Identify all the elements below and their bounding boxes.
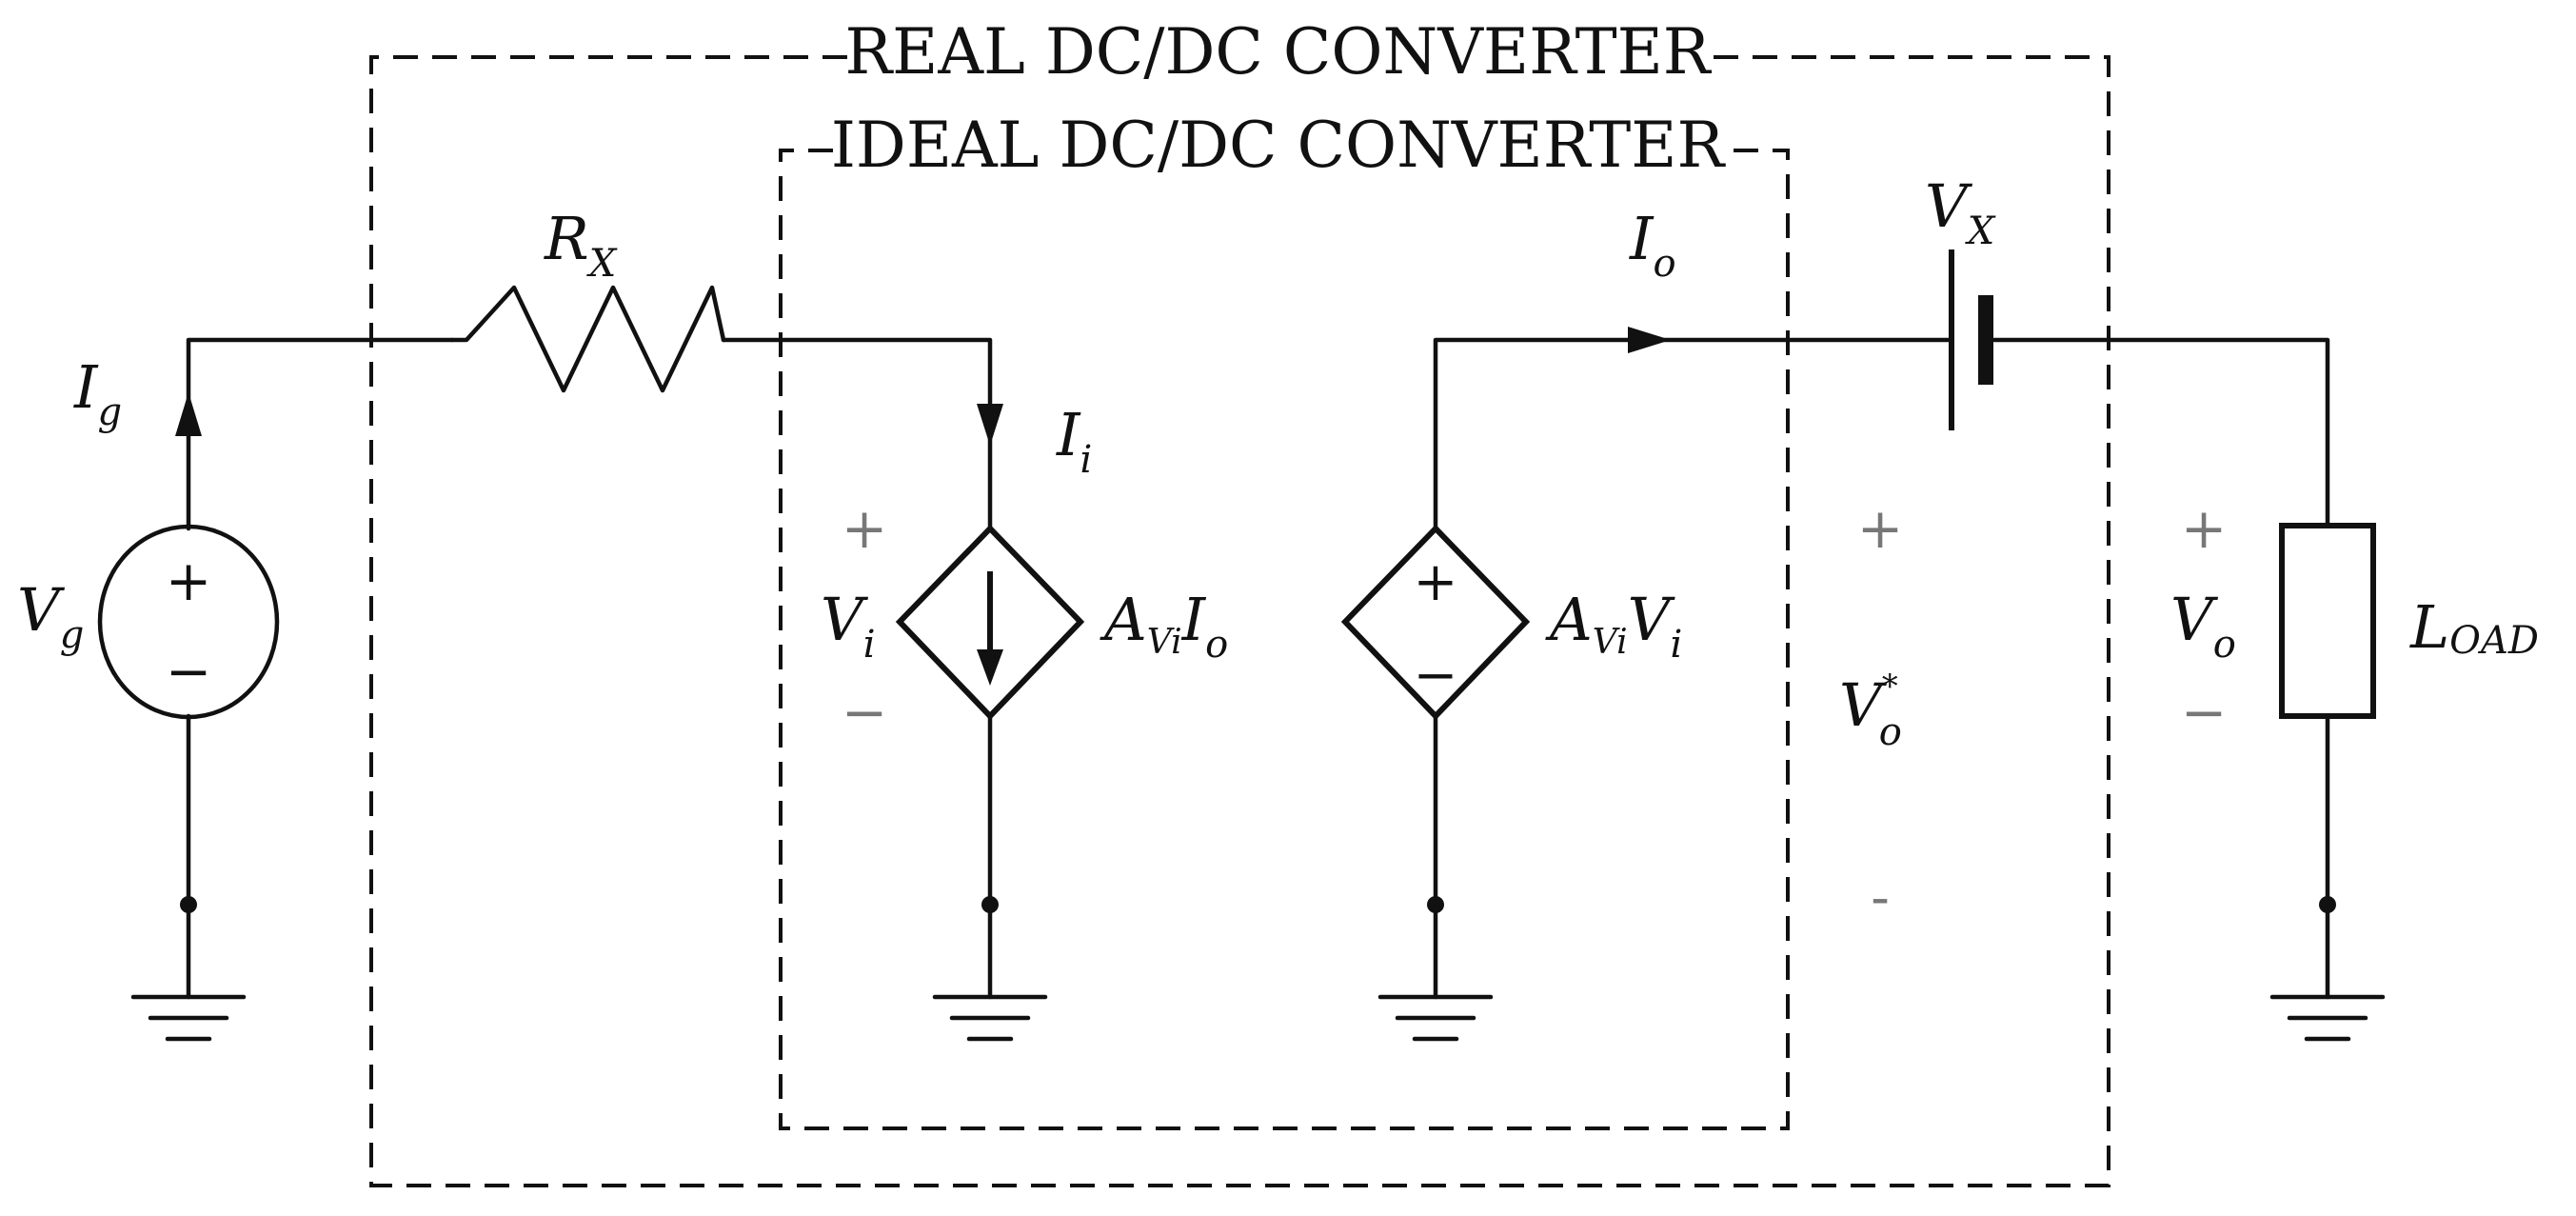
vcvs-minus-sign: − xyxy=(1414,645,1458,707)
vo-minus-sign: − xyxy=(2181,680,2228,745)
io-arrow-icon xyxy=(1628,327,1671,353)
junction-dot xyxy=(981,896,999,913)
vostar-label: V*o xyxy=(1839,668,1902,754)
ig-label: Ig xyxy=(73,352,122,434)
vg-label: Vg xyxy=(17,575,84,657)
load-label: LOAD xyxy=(2409,592,2539,663)
ii-arrow-icon xyxy=(977,404,1003,446)
input-voltage-source: + − xyxy=(97,524,280,720)
ideal-converter-box xyxy=(779,149,1790,1130)
ccs-gain-label: AViIo xyxy=(1100,585,1228,667)
vx-label: VX xyxy=(1925,171,1996,253)
real-converter-title: REAL DC/DC CONVERTER xyxy=(844,15,1712,89)
ideal-converter-title: IDEAL DC/DC CONVERTER xyxy=(831,109,1727,182)
rx-label: RX xyxy=(544,204,618,286)
vostar-minus-sign: - xyxy=(1871,865,1890,929)
vo-label: Vo xyxy=(2170,585,2236,667)
ig-arrow-icon xyxy=(175,392,202,436)
vi-label: Vi xyxy=(821,585,876,667)
vi-minus-sign: − xyxy=(842,680,888,745)
ground-symbol-3 xyxy=(1377,994,1494,1042)
resistor-rx xyxy=(449,285,726,393)
load-resistor xyxy=(2279,523,2376,719)
dependent-voltage-source: + − xyxy=(1340,524,1531,721)
junction-dot xyxy=(2319,896,2336,913)
current-direction-arrow-icon xyxy=(977,649,1003,686)
vi-plus-sign: + xyxy=(842,496,888,561)
junction-dot xyxy=(1427,896,1444,913)
vostar-plus-sign: + xyxy=(1857,496,1904,561)
io-label: Io xyxy=(1629,204,1676,286)
ground-symbol-1 xyxy=(130,994,247,1042)
dependent-current-source xyxy=(895,524,1085,721)
vcvs-plus-sign: + xyxy=(1414,551,1458,613)
junction-dot xyxy=(180,896,197,913)
source-plus-sign: + xyxy=(166,548,212,613)
battery-vx xyxy=(1949,249,1993,430)
ground-symbol-4 xyxy=(2269,994,2386,1042)
ground-symbol-2 xyxy=(932,994,1048,1042)
vo-plus-sign: + xyxy=(2181,496,2228,561)
junction-dots xyxy=(180,896,2336,913)
wires xyxy=(186,337,2330,1000)
ii-label: Ii xyxy=(1056,400,1092,482)
vcvs-gain-label: AViVi xyxy=(1545,585,1682,667)
real-converter-box xyxy=(369,55,2110,1187)
source-minus-sign: − xyxy=(166,639,212,704)
